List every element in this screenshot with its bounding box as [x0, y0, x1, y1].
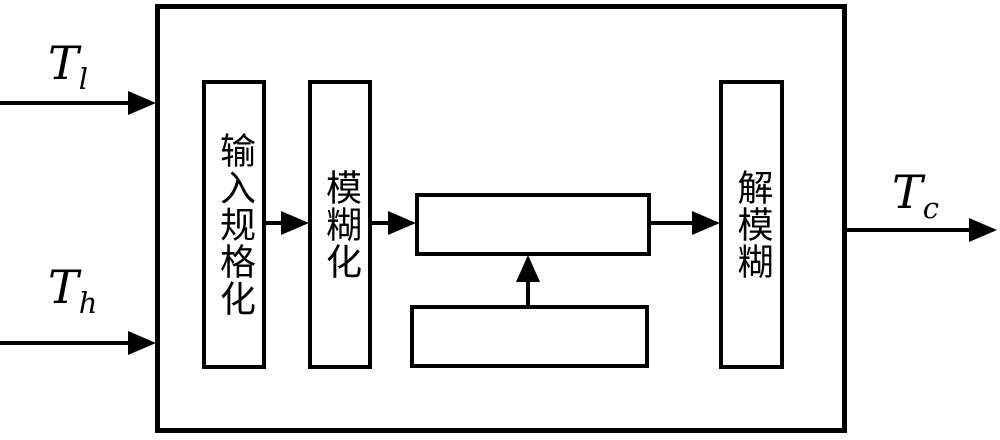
- output-label-tc: Tc: [892, 169, 939, 223]
- output-arrow-tc: [847, 218, 997, 242]
- arrow-center-to-defuzzification: [651, 211, 720, 235]
- input-normalization-block: 输入规格化: [202, 80, 266, 369]
- fuzzification-label: 模糊化: [320, 169, 361, 280]
- tl-base: T: [48, 36, 79, 90]
- tc-base: T: [892, 165, 923, 219]
- arrow-normalization-to-fuzzification: [266, 211, 309, 235]
- input-arrow-tl: [0, 91, 156, 115]
- tc-subscript: c: [922, 191, 939, 226]
- input-arrow-th: [0, 331, 156, 355]
- th-subscript: h: [78, 286, 98, 321]
- arrow-fuzzification-to-center: [372, 211, 416, 235]
- input-label-tl: Tl: [48, 40, 88, 94]
- input-label-th: Th: [48, 264, 97, 318]
- fuzzification-block: 模糊化: [308, 80, 372, 369]
- center-block: [415, 193, 651, 256]
- lower-block: [410, 305, 649, 368]
- defuzzification-label: 解模糊: [731, 169, 773, 280]
- controller-boundary-box: [155, 4, 847, 433]
- input-normalization-label: 输入规格化: [214, 132, 255, 317]
- arrow-lower-to-center: [516, 255, 540, 307]
- tl-subscript: l: [78, 62, 88, 97]
- th-base: T: [48, 260, 79, 314]
- defuzzification-block: 解模糊: [719, 80, 784, 369]
